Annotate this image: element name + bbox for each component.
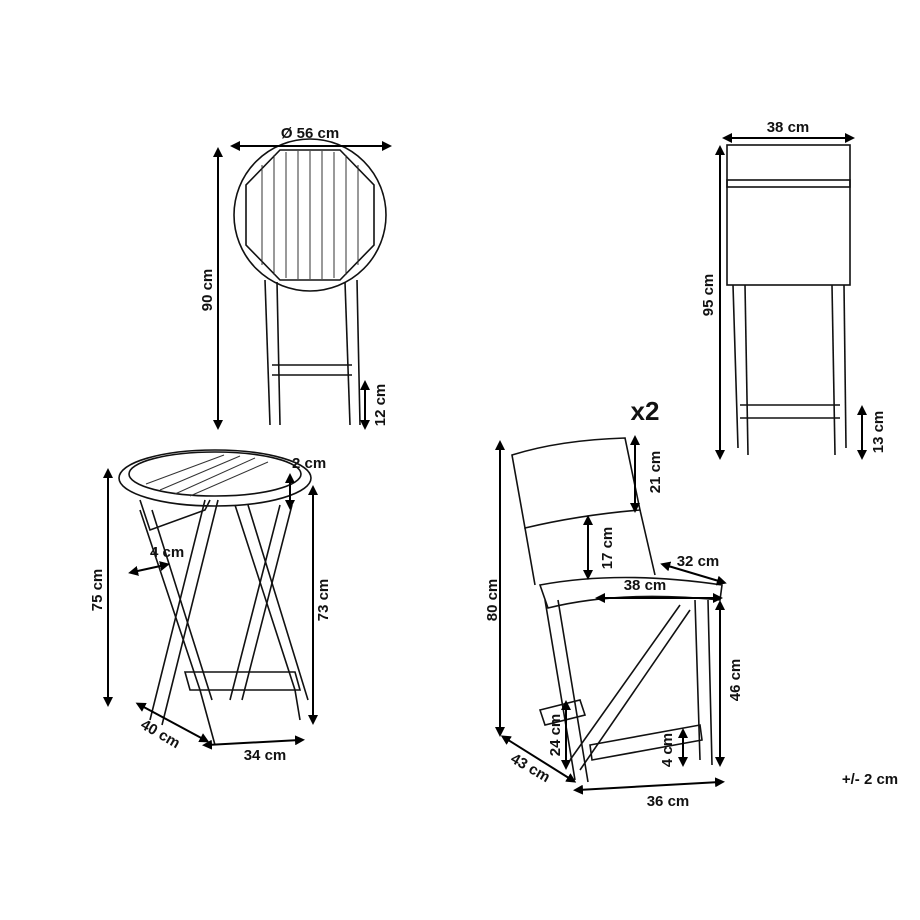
- chair-seat-depth-dimension: [660, 561, 727, 586]
- folded-chair-height-label: 95 cm: [700, 274, 717, 317]
- folded-table-height-label: 90 cm: [199, 269, 216, 312]
- chair-base-width-label: 36 cm: [647, 793, 690, 810]
- chair-footrest-thickness-label: 4 cm: [659, 733, 676, 767]
- table-drawing: [118, 449, 312, 746]
- folded-table-diameter-label: Ø 56 cm: [281, 125, 339, 142]
- chair-depth-dimension: [500, 735, 577, 783]
- folded-table-drawing: [233, 138, 387, 426]
- chair-footrest-height-label: 24 cm: [547, 714, 564, 757]
- tolerance-label: +/- 2 cm: [842, 771, 898, 788]
- chair-seat-depth-label: 32 cm: [677, 553, 720, 570]
- folded-chair-width-label: 38 cm: [767, 119, 810, 136]
- chair-drawing: [511, 437, 723, 783]
- table-width-dimension: [202, 735, 305, 750]
- chair-backrest-gap-label: 17 cm: [599, 527, 616, 570]
- folded-chair-drawing: [726, 144, 851, 456]
- table-top-thickness-label: 2 cm: [292, 455, 326, 472]
- folded-chair-footrest-label: 13 cm: [870, 411, 887, 454]
- chair-quantity-label: x2: [631, 396, 660, 426]
- chair-seat-width-label: 38 cm: [624, 577, 667, 594]
- table-depth-label: 40 cm: [138, 716, 183, 752]
- chair-seat-height-label: 46 cm: [727, 659, 744, 702]
- table-height-label: 75 cm: [89, 569, 106, 612]
- folded-table-footrest-label: 12 cm: [372, 384, 389, 427]
- table-depth-dimension: [135, 702, 210, 743]
- table-leg-thickness-dimension: [128, 561, 170, 576]
- chair-backrest-label: 21 cm: [647, 451, 664, 494]
- table-leg-thickness-label: 4 cm: [150, 544, 184, 561]
- table-width-label: 34 cm: [244, 747, 287, 764]
- chair-base-width-dimension: [573, 777, 725, 795]
- chair-height-label: 80 cm: [484, 579, 501, 622]
- table-inner-height-label: 73 cm: [315, 579, 332, 622]
